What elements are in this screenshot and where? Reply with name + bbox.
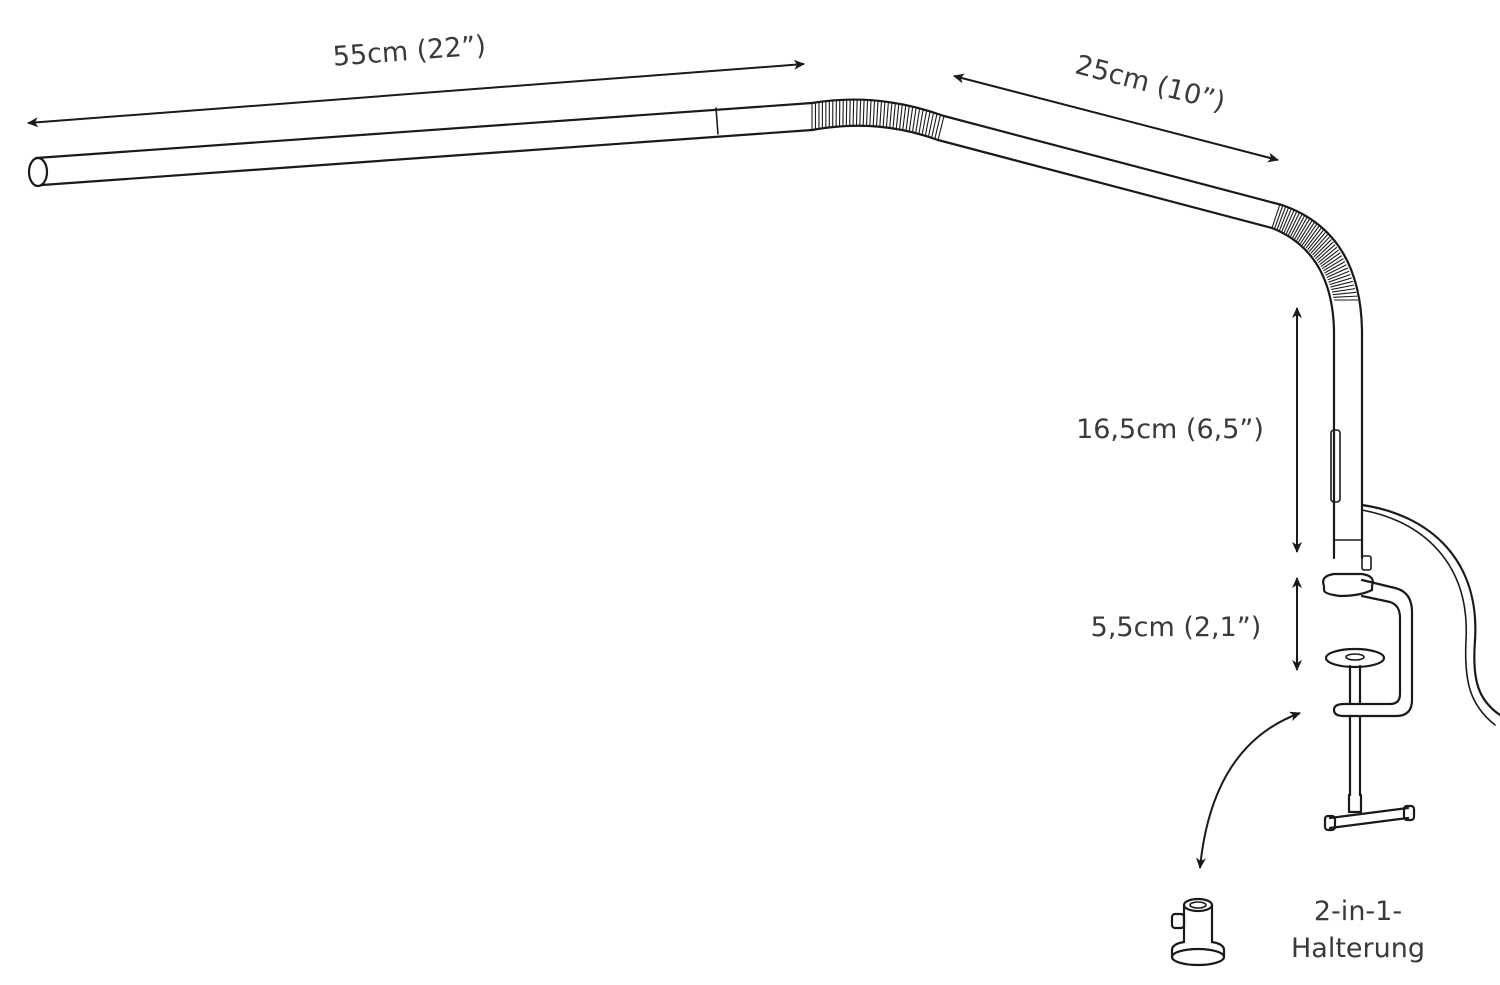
swap-mount-arrow	[1200, 713, 1300, 868]
upper-arm-length-label: 25cm (10”)	[1072, 50, 1228, 118]
desk-clamp	[1323, 574, 1414, 830]
arm-length-arrow	[28, 64, 804, 123]
mount-label-line1: 2-in-1-	[1314, 896, 1402, 927]
arm-length-label: 55cm (22”)	[332, 30, 487, 72]
mount-label-line2: Halterung	[1291, 933, 1425, 964]
lamp-arm	[29, 100, 1500, 725]
stem-height-label: 16,5cm (6,5”)	[1076, 414, 1264, 445]
clamp-height-label: 5,5cm (2,1”)	[1091, 612, 1262, 643]
grommet-mount	[1172, 899, 1224, 965]
